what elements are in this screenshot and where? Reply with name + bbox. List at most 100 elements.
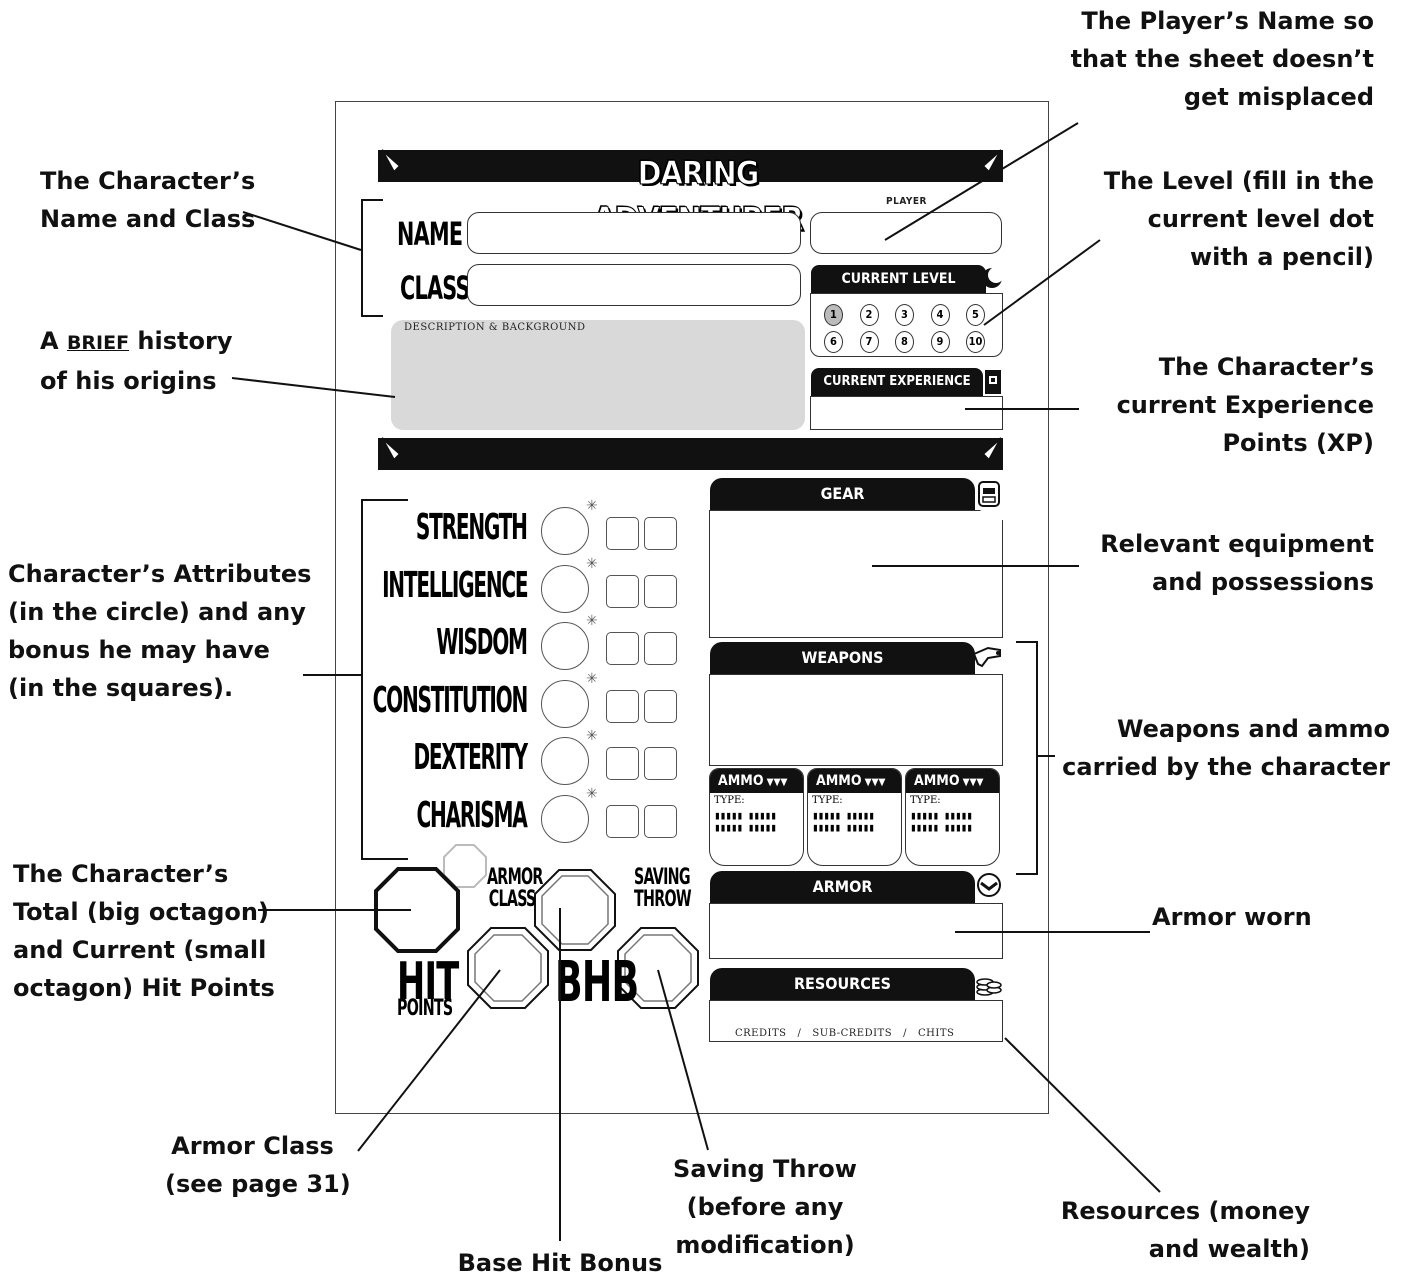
armor-class-label: ARMOR CLASS xyxy=(487,867,543,911)
callout-line: Weapons and ammo xyxy=(1117,715,1390,743)
tower-icon xyxy=(983,368,1003,396)
callout-line: The Character’s xyxy=(1158,353,1374,381)
ammo-rounds[interactable]: ▮▮▮▮▮ ▮▮▮▮▮▮▮▮▮▮ ▮▮▮▮▮ xyxy=(714,809,777,834)
callout-line: (before any xyxy=(686,1193,844,1221)
ammo-box[interactable]: AMMO ▼▼▼ TYPE: ▮▮▮▮▮ ▮▮▮▮▮▮▮▮▮▮ ▮▮▮▮▮ xyxy=(807,768,902,866)
class-field[interactable] xyxy=(467,264,801,306)
current-level-label: CURRENT LEVEL xyxy=(841,271,956,287)
spark-icon: ✳ xyxy=(586,785,598,802)
attribute-bonus-square[interactable] xyxy=(644,632,677,665)
level-dot-6[interactable]: 6 xyxy=(824,331,843,353)
callout-line: carried by the character xyxy=(1062,753,1390,781)
ammo-box[interactable]: AMMO ▼▼▼TYPE:▮▮▮▮▮ ▮▮▮▮▮▮▮▮▮▮ ▮▮▮▮▮ xyxy=(905,768,1000,866)
level-dot-4[interactable]: 4 xyxy=(930,304,950,326)
gear-label: GEAR xyxy=(820,484,865,503)
backpack-icon xyxy=(975,478,1003,510)
name-field[interactable] xyxy=(467,212,801,254)
ammo-type-label: TYPE: xyxy=(812,795,843,806)
callout-base-hit-bonus: Base Hit Bonus xyxy=(457,1249,663,1277)
bhb-label: BHB xyxy=(555,950,639,1015)
armor-label: ARMOR xyxy=(812,877,873,896)
attribute-score-circle[interactable] xyxy=(541,507,589,555)
attributes-bracket xyxy=(361,499,408,860)
attribute-bonus-square[interactable] xyxy=(644,747,677,780)
callout-experience: The Character’s current Experience Point… xyxy=(1117,348,1374,462)
callout-brief: BRIEF xyxy=(66,332,130,354)
bhb-octagon[interactable] xyxy=(467,927,549,1009)
ammo-box[interactable]: AMMO ▼▼▼ TYPE: ▮▮▮▮▮ ▮▮▮▮▮▮▮▮▮▮ ▮▮▮▮▮ xyxy=(709,768,804,866)
weapons-header: WEAPONS xyxy=(710,642,975,674)
armor-field[interactable] xyxy=(709,903,1003,959)
callout-line: Points (XP) xyxy=(1222,429,1374,457)
callout-line: Name and Class xyxy=(40,205,256,233)
weapons-field[interactable] xyxy=(709,674,1003,766)
attribute-score-circle[interactable] xyxy=(541,737,589,785)
callout-line: with a pencil) xyxy=(1189,243,1374,271)
callout-saving-throw: Saving Throw (before any modification) xyxy=(670,1150,860,1264)
level-dot-8[interactable]: 8 xyxy=(895,331,914,353)
raygun-icon xyxy=(970,640,1004,670)
callout-resources: Resources (money and wealth) xyxy=(1061,1192,1310,1268)
armor-header: ARMOR xyxy=(710,871,975,903)
attribute-bonus-square[interactable] xyxy=(644,804,677,838)
attribute-bonus-square[interactable] xyxy=(606,804,639,838)
attribute-bonus-square[interactable] xyxy=(644,574,677,608)
attribute-score-circle[interactable] xyxy=(541,794,589,843)
level-dot-10[interactable]: 10 xyxy=(966,331,985,353)
callout-line: (in the circle) and any xyxy=(8,598,306,626)
attribute-bonus-square[interactable] xyxy=(606,747,639,780)
callout-attributes: Character’s Attributes (in the circle) a… xyxy=(8,555,311,707)
attribute-bonus-square[interactable] xyxy=(644,517,677,550)
rocket-icon xyxy=(378,434,406,478)
level-dot-2[interactable]: 2 xyxy=(859,304,879,326)
attribute-score-circle[interactable] xyxy=(541,564,589,613)
points-label: POINTS xyxy=(397,996,453,1021)
hit-points-current-octagon[interactable] xyxy=(443,844,487,888)
callout-line: octagon) Hit Points xyxy=(13,974,275,1002)
callout-line: Total (big octagon) xyxy=(13,898,269,926)
ammo-rounds[interactable]: ▮▮▮▮▮ ▮▮▮▮▮▮▮▮▮▮ ▮▮▮▮▮ xyxy=(910,809,973,834)
callout-line: Saving Throw xyxy=(673,1155,857,1183)
attribute-bonus-square[interactable] xyxy=(644,689,677,723)
level-dot-3[interactable]: 3 xyxy=(895,304,914,326)
ammo-header: AMMO ▼▼▼ xyxy=(808,769,901,793)
level-dot-9[interactable]: 9 xyxy=(930,331,950,353)
level-dot-7[interactable]: 7 xyxy=(859,331,879,353)
spark-icon: ✳ xyxy=(586,728,598,744)
bullets-icon: ▼▼▼ xyxy=(861,777,886,788)
spark-icon: ✳ xyxy=(586,670,598,687)
spark-icon: ✳ xyxy=(586,555,598,572)
callout-line: and Current (small xyxy=(13,936,267,964)
weapons-label: WEAPONS xyxy=(801,648,884,667)
attribute-bonus-square[interactable] xyxy=(606,632,639,665)
attribute-bonus-square[interactable] xyxy=(606,574,639,608)
description-box[interactable] xyxy=(391,320,805,430)
level-dot-1[interactable]: 1 xyxy=(824,304,843,326)
callout-line: get misplaced xyxy=(1183,83,1374,111)
rocket-icon xyxy=(977,434,1005,478)
ammo-header: AMMO ▼▼▼ xyxy=(710,769,803,793)
hit-points-total-octagon[interactable] xyxy=(374,867,460,953)
ammo-label: AMMO xyxy=(816,773,862,789)
bullets-icon: ▼▼▼ xyxy=(763,777,788,788)
ammo-type-label: TYPE: xyxy=(714,795,745,806)
armor-class-text: ARMOR CLASS xyxy=(487,865,543,912)
spark-icon: ✳ xyxy=(586,498,598,514)
callout-line: The Player’s Name so xyxy=(1081,7,1374,35)
attribute-bonus-square[interactable] xyxy=(606,517,639,550)
current-experience-field[interactable] xyxy=(810,396,1003,430)
attribute-score-circle[interactable] xyxy=(541,622,589,670)
attribute-bonus-square[interactable] xyxy=(606,689,639,723)
ammo-rounds[interactable]: ▮▮▮▮▮ ▮▮▮▮▮▮▮▮▮▮ ▮▮▮▮▮ xyxy=(812,809,875,834)
attribute-score-circle[interactable] xyxy=(541,679,589,728)
callout-line: (see page 31) xyxy=(165,1170,351,1198)
attribute-label: STRENGTH xyxy=(416,507,528,548)
attribute-label: DEXTERITY xyxy=(413,737,529,778)
callout-level: The Level (fill in the current level dot… xyxy=(1104,162,1374,276)
resources-field[interactable] xyxy=(709,1000,1003,1042)
saving-throw-label: SAVING THROW xyxy=(634,867,692,911)
current-level-header: CURRENT LEVEL xyxy=(811,265,986,293)
gear-field[interactable] xyxy=(709,510,1003,638)
armor-class-octagon[interactable] xyxy=(534,869,616,951)
weapons-bracket xyxy=(1016,641,1038,875)
